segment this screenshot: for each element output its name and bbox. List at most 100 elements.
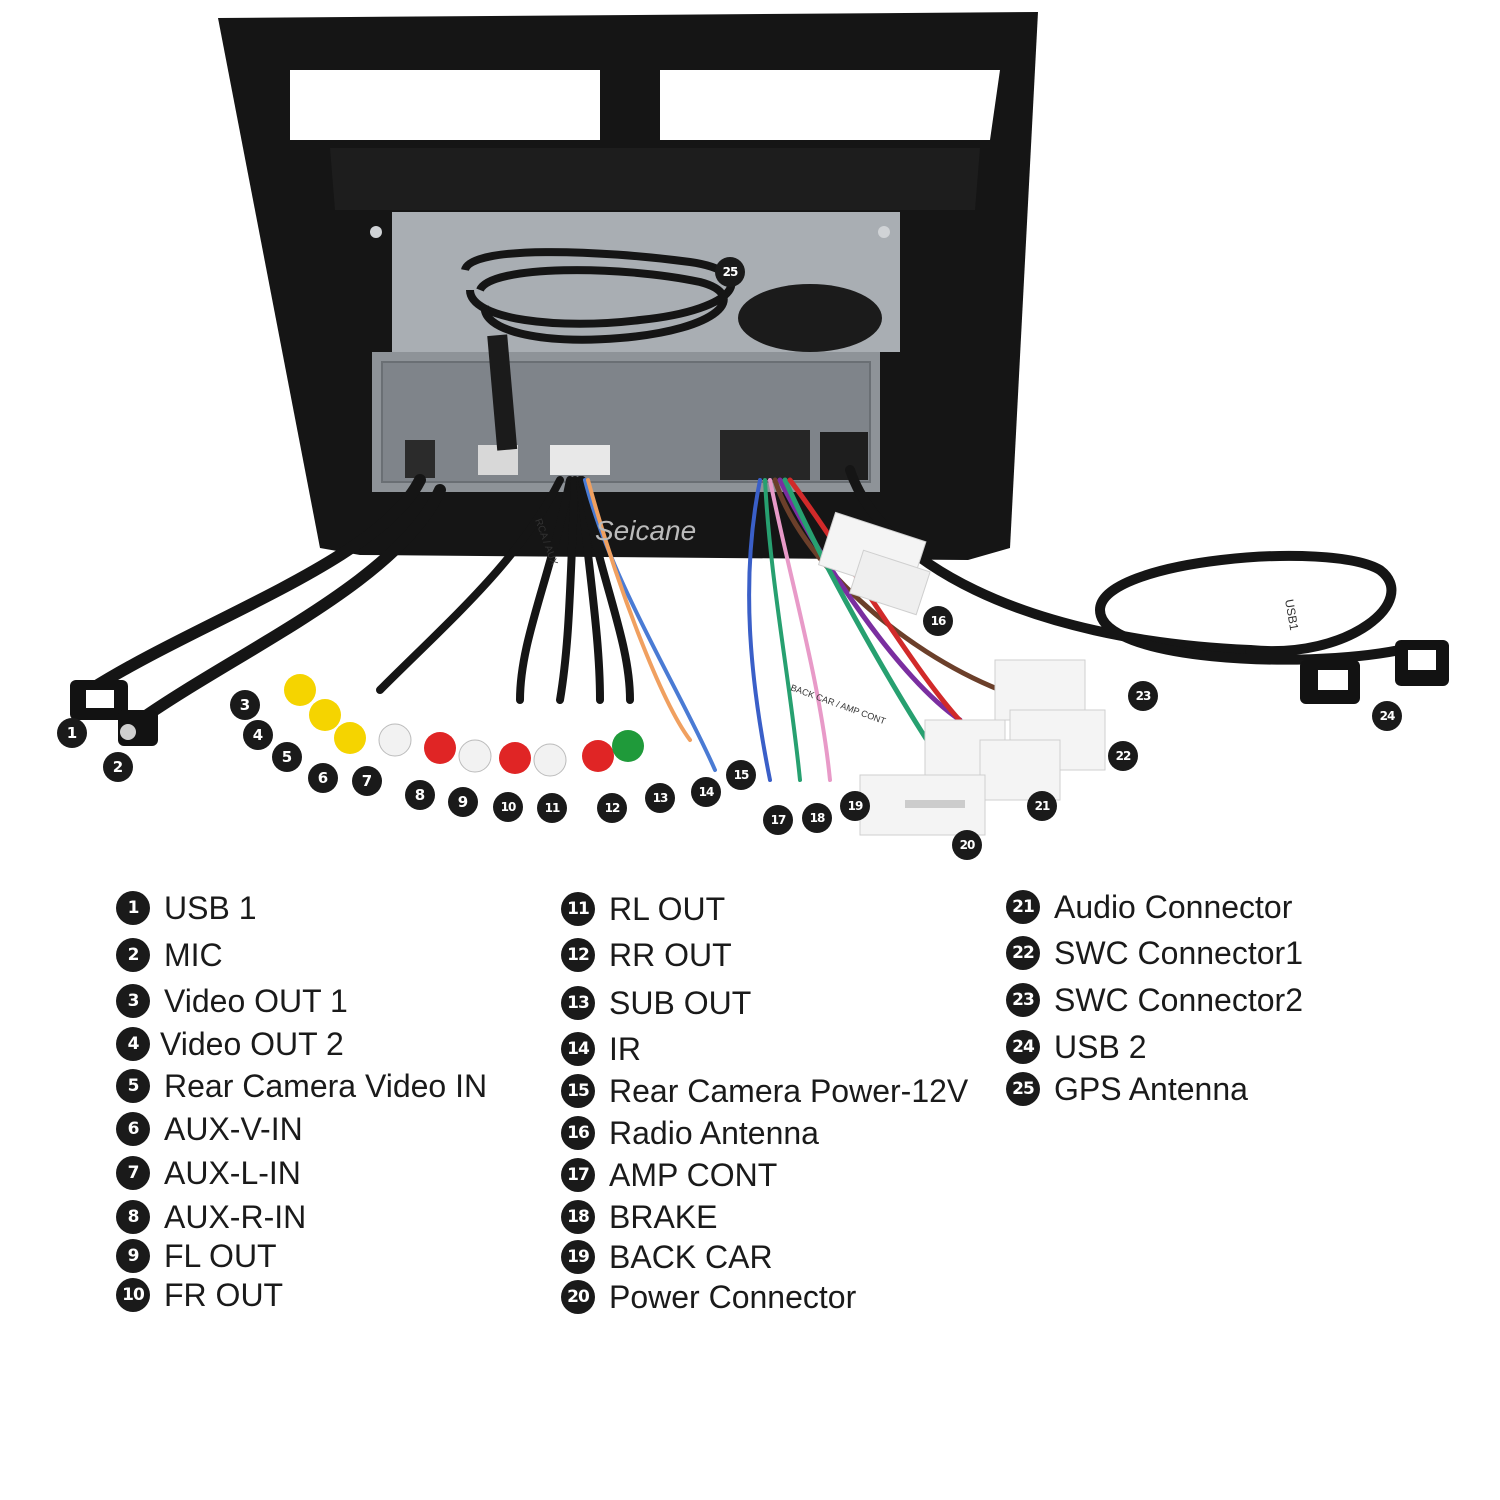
legend-item-gps-antenna: 25 GPS Antenna (1006, 1069, 1248, 1109)
legend-number: 23 (1006, 983, 1040, 1017)
marker-8: 8 (405, 780, 435, 810)
legend-number: 8 (116, 1200, 150, 1234)
legend-label: FL OUT (164, 1237, 277, 1274)
legend-label: RL OUT (609, 890, 726, 927)
legend-label: Video OUT 2 (160, 1025, 344, 1062)
legend-item-usb2: 24 USB 2 (1006, 1027, 1146, 1067)
marker-25: 25 (715, 257, 745, 287)
marker-14: 14 (691, 777, 721, 807)
marker-12: 12 (597, 793, 627, 823)
legend-number: 1 (116, 891, 150, 925)
legend-label: SWC Connector2 (1054, 981, 1303, 1018)
marker-15: 15 (726, 760, 756, 790)
legend-item-radio-antenna: 16 Radio Antenna (561, 1113, 819, 1153)
marker-22: 22 (1108, 741, 1138, 771)
legend-item-rl-out: 11 RL OUT (561, 889, 725, 929)
marker-24: 24 (1372, 701, 1402, 731)
legend-label: Rear Camera Video IN (164, 1067, 488, 1104)
legend-label: RR OUT (609, 936, 732, 973)
marker-21: 21 (1027, 791, 1057, 821)
legend-item-video-out-2: 4 Video OUT 2 (116, 1024, 344, 1064)
legend-number: 18 (561, 1200, 595, 1234)
legend-number: 24 (1006, 1030, 1040, 1064)
marker-16: 16 (923, 606, 953, 636)
legend-number: 20 (561, 1280, 595, 1314)
amp-tag-text: BACK CAR / AMP CONT (789, 682, 887, 726)
legend-number: 9 (116, 1239, 150, 1273)
legend-label: AUX-L-IN (164, 1154, 301, 1191)
legend-label: GPS Antenna (1054, 1070, 1248, 1107)
legend-item-swc-connector1: 22 SWC Connector1 (1006, 933, 1303, 973)
legend-number: 5 (116, 1069, 150, 1103)
marker-13: 13 (645, 783, 675, 813)
legend-label: Radio Antenna (609, 1114, 819, 1151)
legend-label: IR (609, 1030, 641, 1067)
legend-item-rr-out: 12 RR OUT (561, 935, 732, 975)
legend-item-back-car: 19 BACK CAR (561, 1237, 773, 1277)
marker-2: 2 (103, 752, 133, 782)
legend-item-aux-v-in: 6 AUX-V-IN (116, 1109, 303, 1149)
legend-number: 19 (561, 1240, 595, 1274)
legend-label: BACK CAR (609, 1238, 773, 1275)
legend-number: 15 (561, 1074, 595, 1108)
legend-item-rear-camera-power: 15 Rear Camera Power-12V (561, 1071, 968, 1111)
legend-label: Rear Camera Power-12V (609, 1072, 969, 1109)
legend-item-mic: 2 MIC (116, 935, 223, 975)
legend-label: AUX-R-IN (164, 1198, 307, 1235)
legend-label: AMP CONT (609, 1156, 778, 1193)
rca-plugs (284, 674, 644, 777)
watermark-text: Seicane (595, 515, 696, 546)
legend-label: Video OUT 1 (164, 982, 348, 1019)
legend-number: 13 (561, 986, 595, 1020)
legend-number: 11 (561, 892, 595, 926)
legend-item-brake: 18 BRAKE (561, 1197, 717, 1237)
marker-1: 1 (57, 718, 87, 748)
usb-tag-text: USB1 (1282, 598, 1301, 632)
marker-19: 19 (840, 791, 870, 821)
legend-item-rear-camera-video-in: 5 Rear Camera Video IN (116, 1066, 487, 1106)
legend-label: Audio Connector (1054, 888, 1293, 925)
wiring-harness (84, 465, 1405, 782)
legend-number: 21 (1006, 890, 1040, 924)
legend-item-fr-out: 10 FR OUT (116, 1275, 283, 1315)
legend-item-ir: 14 IR (561, 1029, 641, 1069)
legend-label: USB 1 (164, 889, 257, 926)
legend-item-aux-r-in: 8 AUX-R-IN (116, 1197, 306, 1237)
legend-item-aux-l-in: 7 AUX-L-IN (116, 1153, 301, 1193)
legend-label: SWC Connector1 (1054, 934, 1303, 971)
legend-item-amp-cont: 17 AMP CONT (561, 1155, 777, 1195)
legend-label: MIC (164, 936, 223, 973)
legend-item-fl-out: 9 FL OUT (116, 1236, 277, 1276)
legend-label: BRAKE (609, 1198, 718, 1235)
legend-number: 7 (116, 1156, 150, 1190)
legend-item-sub-out: 13 SUB OUT (561, 983, 751, 1023)
legend-item-power-connector: 20 Power Connector (561, 1277, 856, 1317)
marker-17: 17 (763, 805, 793, 835)
legend-number: 12 (561, 938, 595, 972)
marker-9: 9 (448, 787, 478, 817)
legend-label: AUX-V-IN (164, 1110, 303, 1147)
marker-18: 18 (802, 803, 832, 833)
marker-11: 11 (537, 793, 567, 823)
legend-number: 4 (116, 1027, 150, 1061)
legend-number: 6 (116, 1112, 150, 1146)
product-photo: Seicane USB1 RCA / AUX BACK CAR / AMP CO… (70, 12, 1449, 836)
legend-number: 25 (1006, 1072, 1040, 1106)
legend-item-swc-connector2: 23 SWC Connector2 (1006, 980, 1303, 1020)
marker-5: 5 (272, 742, 302, 772)
legend-label: USB 2 (1054, 1028, 1147, 1065)
legend-number: 16 (561, 1116, 595, 1150)
legend-number: 10 (116, 1278, 150, 1312)
legend-label: FR OUT (164, 1276, 284, 1313)
legend-number: 14 (561, 1032, 595, 1066)
marker-10: 10 (493, 792, 523, 822)
marker-3: 3 (230, 690, 260, 720)
legend-item-video-out-1: 3 Video OUT 1 (116, 981, 348, 1021)
marker-23: 23 (1128, 681, 1158, 711)
white-connectors (817, 511, 1106, 836)
legend-number: 3 (116, 984, 150, 1018)
legend-label: SUB OUT (609, 984, 752, 1021)
legend-number: 2 (116, 938, 150, 972)
gps-antenna (461, 248, 882, 451)
marker-4: 4 (243, 720, 273, 750)
